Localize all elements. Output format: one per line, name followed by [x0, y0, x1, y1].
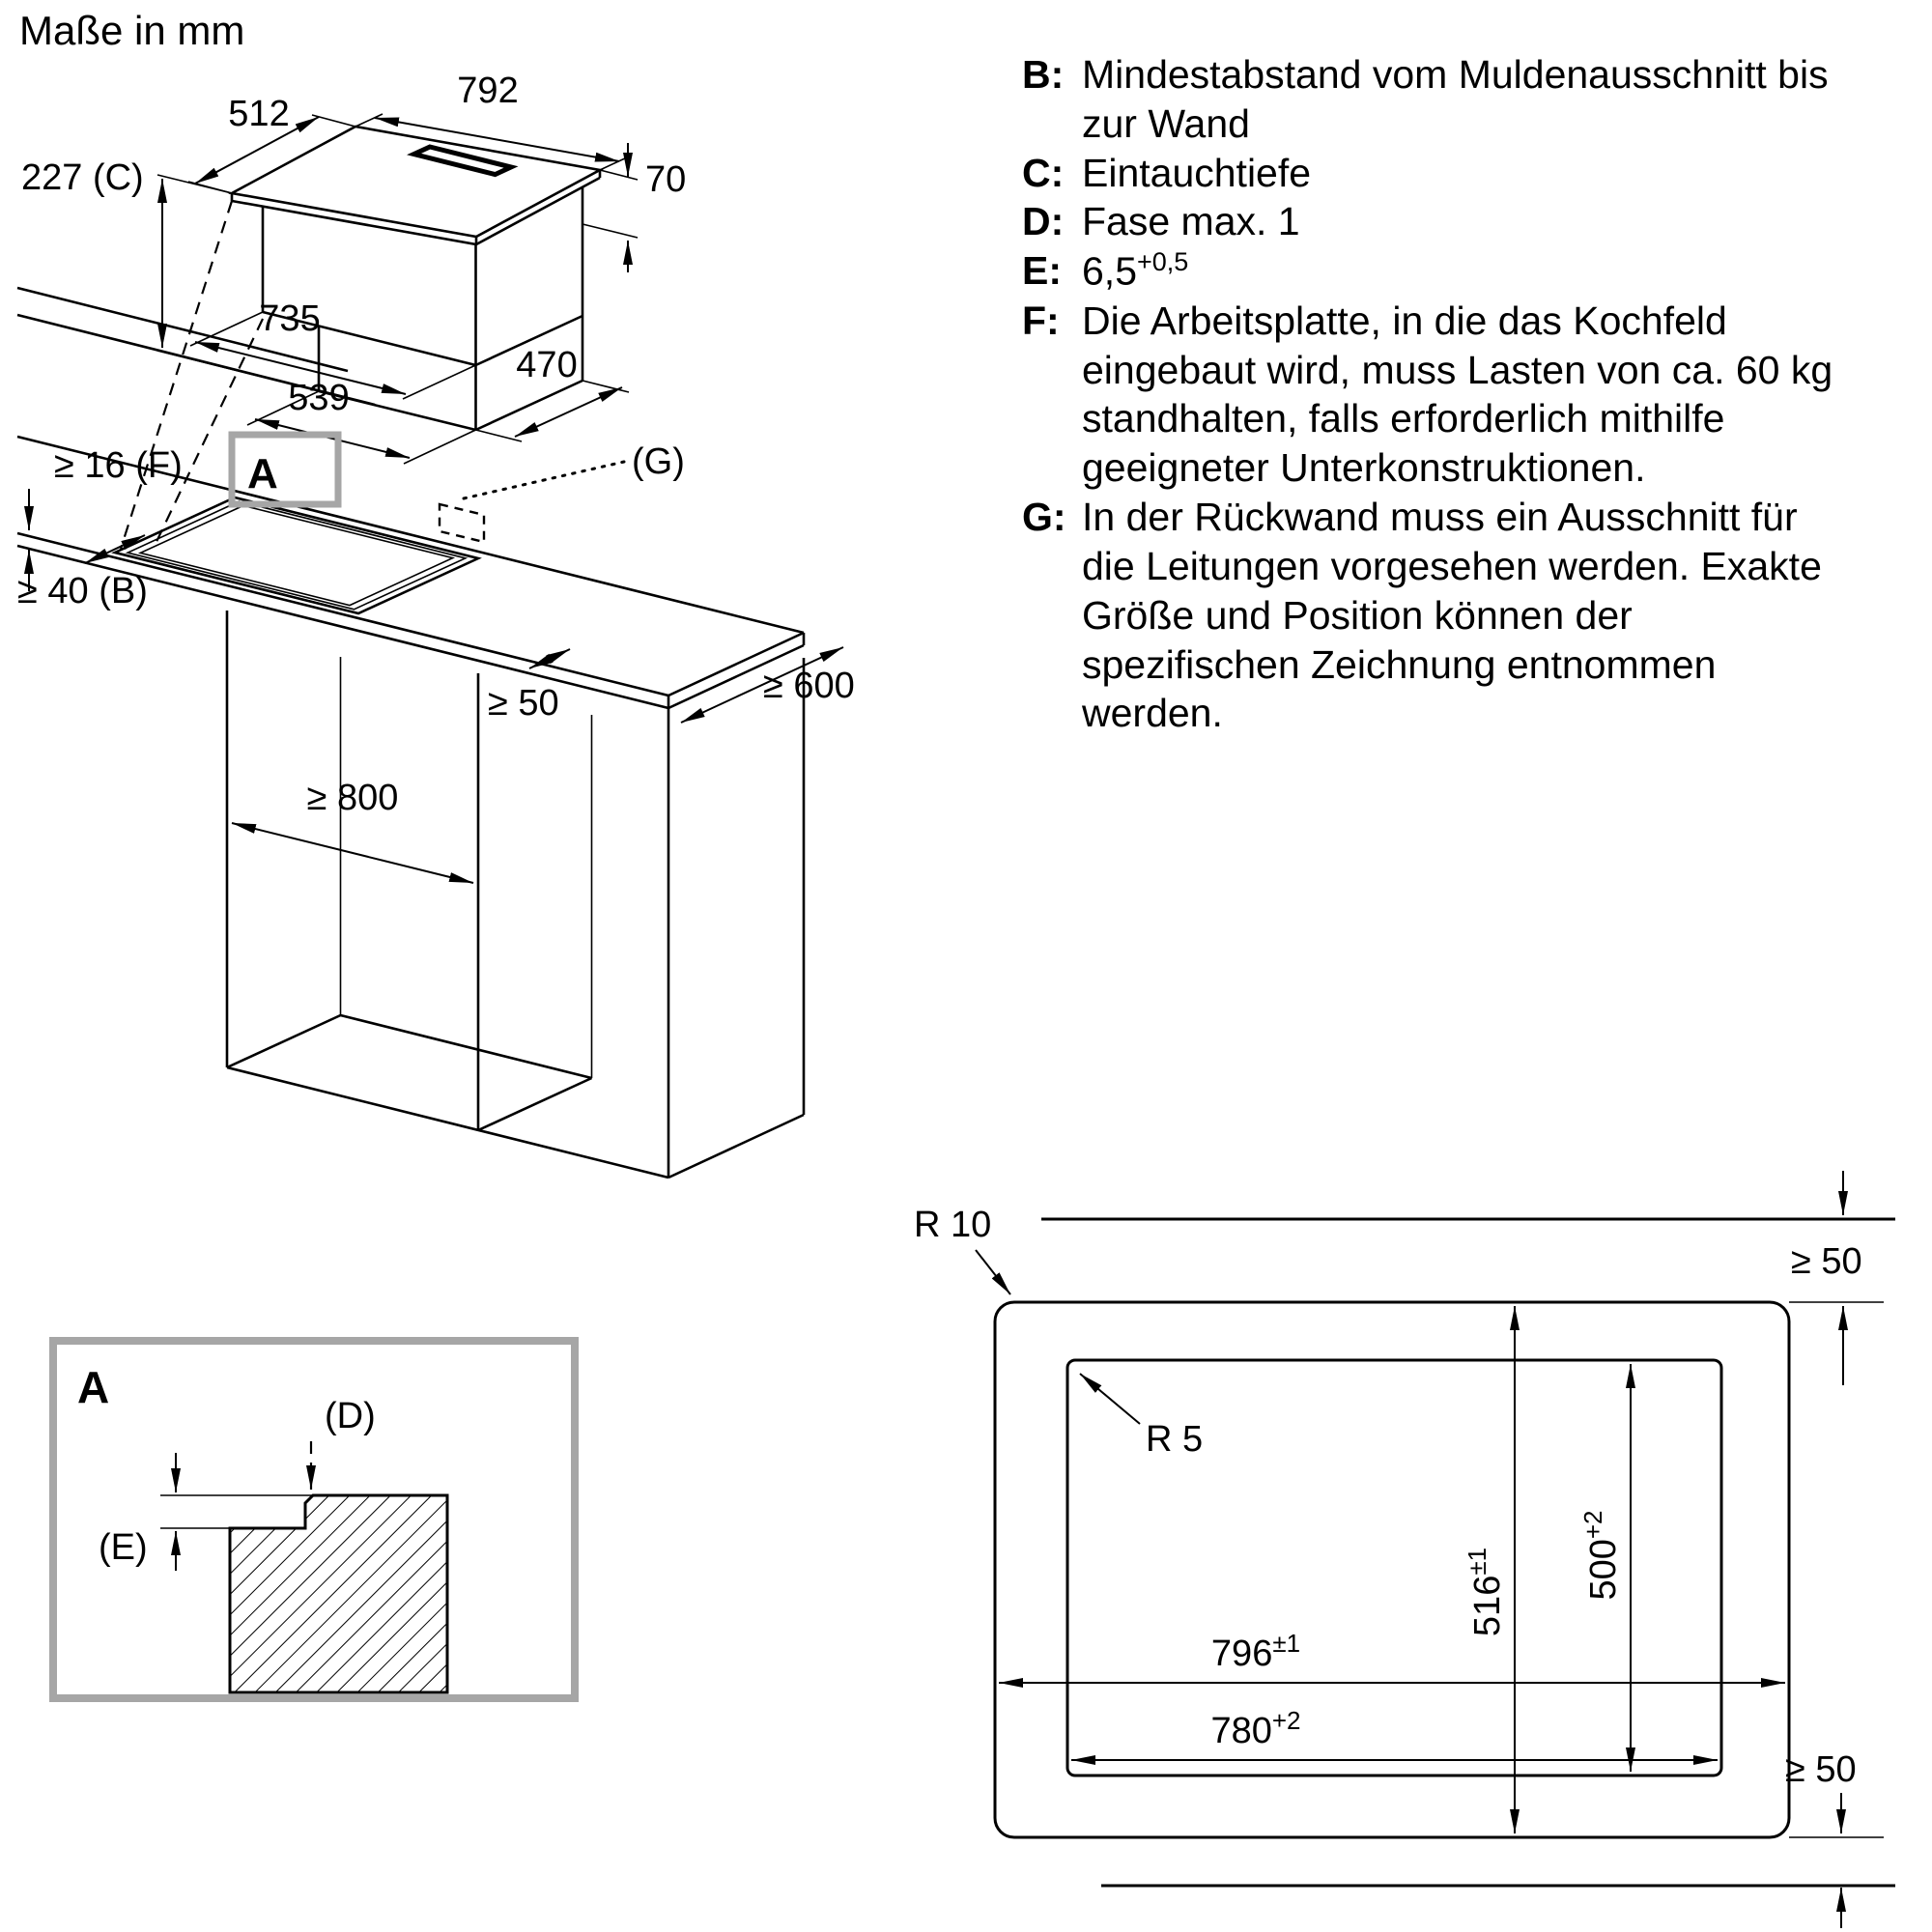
detail-a-frame	[49, 1337, 579, 1702]
dim-227-label: 227 (C)	[21, 157, 144, 198]
legend-item-g: G: In der Rückwand muss ein Ausschnitt f…	[1022, 495, 1822, 736]
detail-d-label: (D)	[325, 1396, 376, 1436]
dim-792-label: 792	[457, 71, 518, 111]
legend-item-c: C: Eintauchtiefe	[1022, 150, 1312, 195]
detail-a-marker-label: A	[247, 450, 278, 497]
dim-539-label: 539	[288, 378, 349, 418]
detail-a-marker-box	[228, 431, 342, 508]
dim-40b-label: ≥ 40 (B)	[17, 571, 148, 611]
rear-cable-cutout	[438, 502, 486, 544]
dim-bottom-50-label: ≥ 50	[1785, 1749, 1857, 1790]
detail-a-view: A (D) (E)	[49, 1337, 579, 1702]
page-title: Maße in mm	[19, 8, 245, 53]
cutout-plan-view: R 10 R 5 ≥ 50 ≥ 50 516±1 500+2 796±1	[914, 1171, 1895, 1928]
outer-milling-outline	[993, 1300, 1791, 1839]
dim-512-label: 512	[228, 94, 289, 134]
dim-500-label: 500+2	[1578, 1510, 1624, 1600]
legend: B: Mindestabstand vom Muldenausschnitt b…	[1022, 50, 1855, 738]
inner-cutout-outline	[1065, 1358, 1723, 1777]
dim-50-front-label: ≥ 50	[488, 683, 559, 724]
radius-5-label: R 5	[1146, 1419, 1203, 1460]
legend-item-d: D: Fase max. 1	[1022, 199, 1300, 244]
hob-isometric-view: 512 792 227 (C) 70 735	[21, 71, 686, 550]
dim-16f-label: ≥ 16 (F)	[54, 445, 183, 486]
dim-800-label: ≥ 800	[307, 778, 399, 818]
dim-470-label: 470	[516, 345, 577, 385]
dim-g-label: (G)	[632, 441, 685, 482]
detail-a-label: A	[77, 1362, 109, 1412]
detail-e-label: (E)	[99, 1527, 148, 1568]
dim-600-label: ≥ 600	[763, 666, 855, 706]
dim-780-label: 780+2	[1210, 1706, 1300, 1751]
legend-item-e: E: 6,5+0,5	[1022, 247, 1189, 294]
dim-735-label: 735	[259, 298, 320, 339]
dim-516-label: 516±1	[1463, 1548, 1508, 1636]
dim-70-label: 70	[645, 159, 686, 200]
legend-item-f: F: Die Arbeitsplatte, in die das Kochfel…	[1022, 298, 1833, 491]
dim-top-50-label: ≥ 50	[1791, 1241, 1862, 1282]
dim-796-label: 796±1	[1211, 1629, 1300, 1674]
legend-item-b: B: Mindestabstand vom Muldenausschnitt b…	[1022, 52, 1829, 146]
counter-isometric-view: A (G) ≥ 16 (F) ≥ 40 (B) ≥ 50 ≥ 600 ≥ 800	[16, 286, 855, 1179]
worktop-section	[228, 1493, 449, 1694]
radius-10-label: R 10	[914, 1205, 991, 1245]
